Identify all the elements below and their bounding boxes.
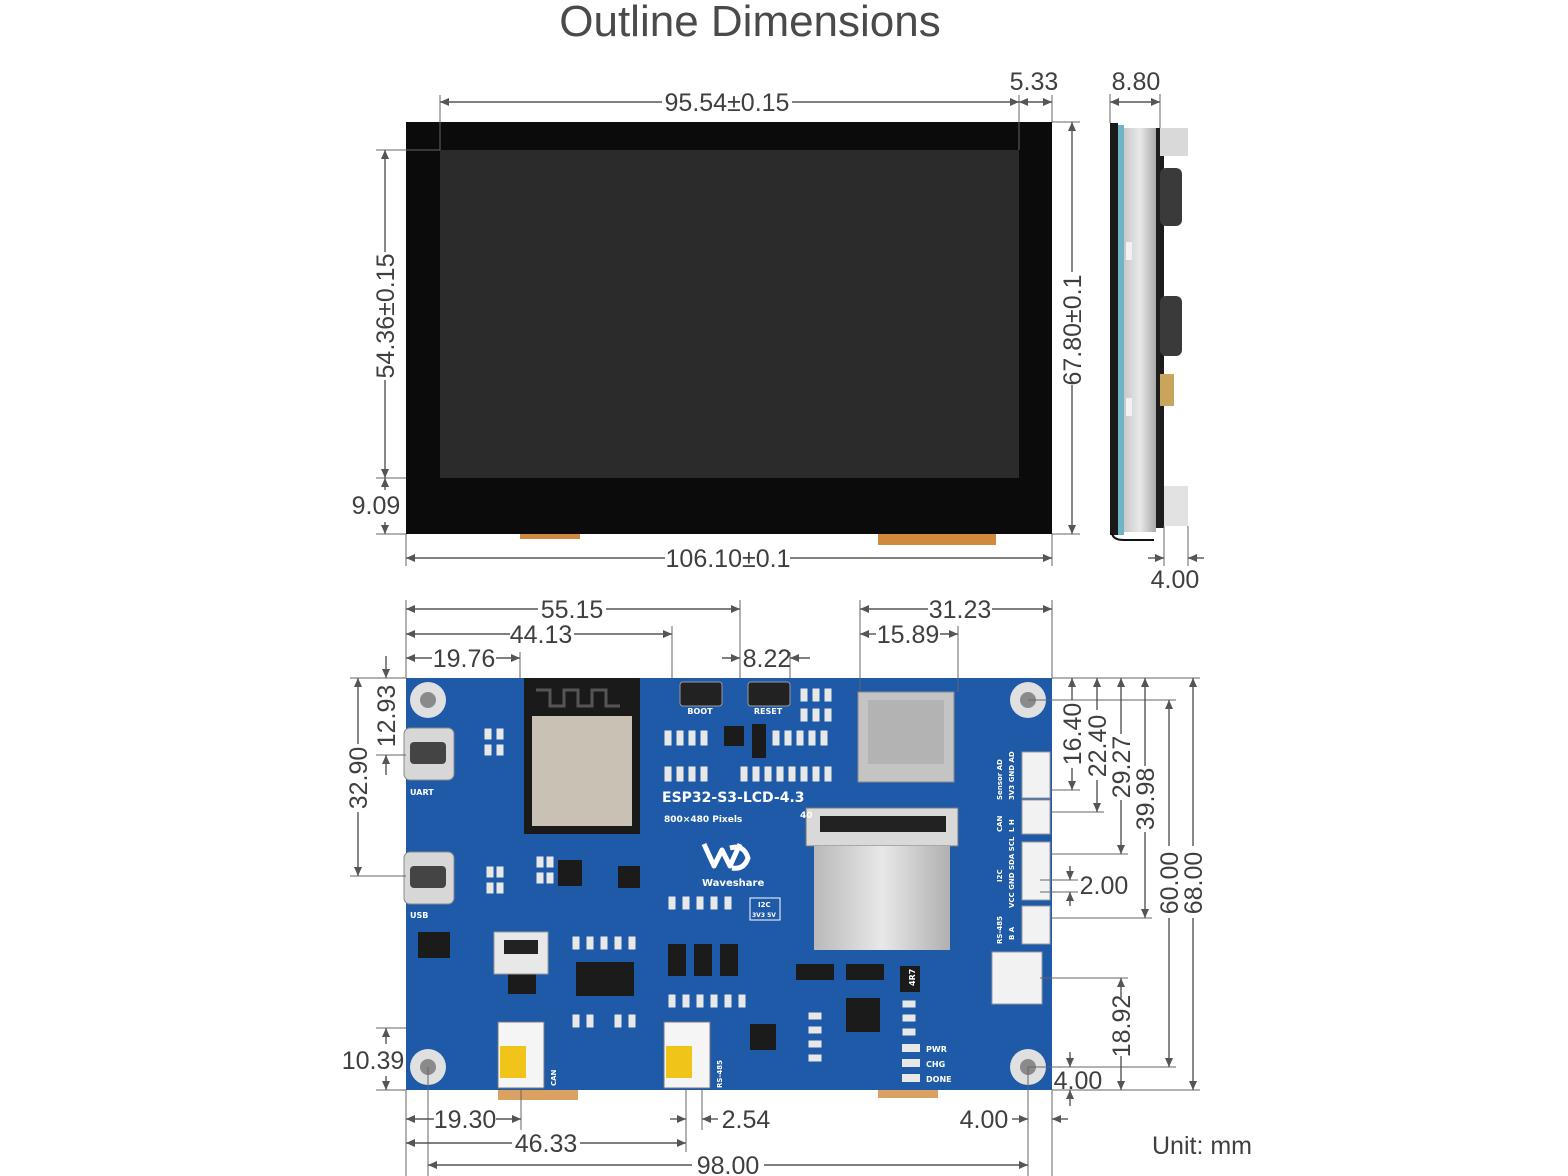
silk-uart: UART <box>410 788 434 797</box>
silk-resolution: 800×480 Pixels <box>664 815 742 825</box>
dim-connector-depth: 4.00 <box>1151 566 1200 594</box>
dim-98-00: 98.00 <box>697 1152 760 1176</box>
dim-right-border: 5.33 <box>1010 68 1059 96</box>
dim-19-30: 19.30 <box>434 1106 497 1134</box>
dim-total-height: 67.80±0.1 <box>1059 274 1087 385</box>
side-view: 8.80 4.00 <box>1109 68 1204 594</box>
silk-rs485-small: RS-485 <box>716 1060 724 1088</box>
dim-22-40: 22.40 <box>1084 715 1112 778</box>
dim-10-39: 10.39 <box>342 1047 405 1075</box>
can-terminal <box>497 1021 545 1089</box>
dim-12-93: 12.93 <box>373 685 401 748</box>
silk-pin-40: 40 <box>800 811 813 821</box>
dim-60-00: 60.00 <box>1156 852 1184 915</box>
rs485-terminal <box>663 1021 711 1089</box>
silk-rs485: RS-485 <box>996 916 1004 944</box>
silk-can-small: CAN <box>550 1069 558 1086</box>
dim-screen-width: 95.54±0.15 <box>665 89 790 117</box>
silk-done: DONE <box>926 1075 952 1084</box>
dim-total-width: 106.10±0.1 <box>666 545 791 573</box>
dim-32-90: 32.90 <box>345 747 373 810</box>
silk-model: ESP32-S3-LCD-4.3 <box>662 790 805 806</box>
silk-i2c-pins: VCC GND SDA SCL <box>1008 836 1016 908</box>
fpc-tab-front <box>520 533 996 545</box>
dim-16-40: 16.40 <box>1059 703 1087 766</box>
lcd-ribbon-cable <box>814 846 950 950</box>
dim-19-76: 19.76 <box>433 645 496 673</box>
dim-31-23: 31.23 <box>929 596 992 624</box>
dim-thickness: 8.80 <box>1112 68 1161 96</box>
silk-brand: Waveshare <box>702 878 764 889</box>
right-headers <box>991 751 1051 1005</box>
silk-reset: RESET <box>754 707 783 716</box>
silk-usb: USB <box>410 911 428 920</box>
silk-i2c-small: I2C <box>758 901 771 909</box>
silk-pwr: PWR <box>926 1045 947 1054</box>
dim-68-00: 68.00 <box>1180 852 1208 915</box>
silk-sensor-pins: 3V3 GND AD <box>1008 751 1016 800</box>
boot-button <box>679 681 723 707</box>
silk-chg: CHG <box>926 1060 945 1069</box>
dim-screen-height: 54.36±0.15 <box>372 254 400 379</box>
silk-i2c-small-pins: 3V3 5V <box>752 912 776 919</box>
silk-i2c: I2C <box>996 869 1004 882</box>
silk-can: CAN <box>996 815 1004 832</box>
dim-18-92: 18.92 <box>1108 995 1136 1058</box>
silk-rs485-pins: B A <box>1008 926 1016 940</box>
dim-46-33: 46.33 <box>515 1130 578 1158</box>
silk-inductor: 4R7 <box>908 969 917 986</box>
front-view: 95.54±0.15 5.33 54.36±0.15 9.09 67.80±0.… <box>352 68 1087 573</box>
page-title: Outline Dimensions <box>559 0 941 46</box>
dim-39-98: 39.98 <box>1132 768 1160 831</box>
silk-boot: BOOT <box>687 707 713 716</box>
reset-button <box>747 681 791 707</box>
dim-44-13: 44.13 <box>510 621 573 649</box>
dim-29-27: 29.27 <box>1108 736 1136 799</box>
unit-label: Unit: mm <box>1152 1132 1252 1160</box>
silk-sensor-ad: Sensor AD <box>996 759 1004 800</box>
dim-4-00-bottom: 4.00 <box>960 1106 1009 1134</box>
dim-15-89: 15.89 <box>877 621 940 649</box>
waveshare-logo <box>701 842 751 871</box>
dim-2-00: 2.00 <box>1080 872 1129 900</box>
dim-bottom-border: 9.09 <box>352 492 401 520</box>
dim-2-54: 2.54 <box>722 1106 771 1134</box>
silk-can-pins: L H <box>1008 819 1016 832</box>
dim-55-15: 55.15 <box>541 596 604 624</box>
dim-8-22: 8.22 <box>743 645 792 673</box>
back-dimensions: 55.15 44.13 19.76 8.22 31.23 15.89 <box>342 596 1208 1176</box>
dim-4-00-right: 4.00 <box>1054 1067 1103 1095</box>
back-view: UART USB BOOT RESET <box>342 596 1208 1176</box>
lcd-active-area <box>440 150 1019 478</box>
